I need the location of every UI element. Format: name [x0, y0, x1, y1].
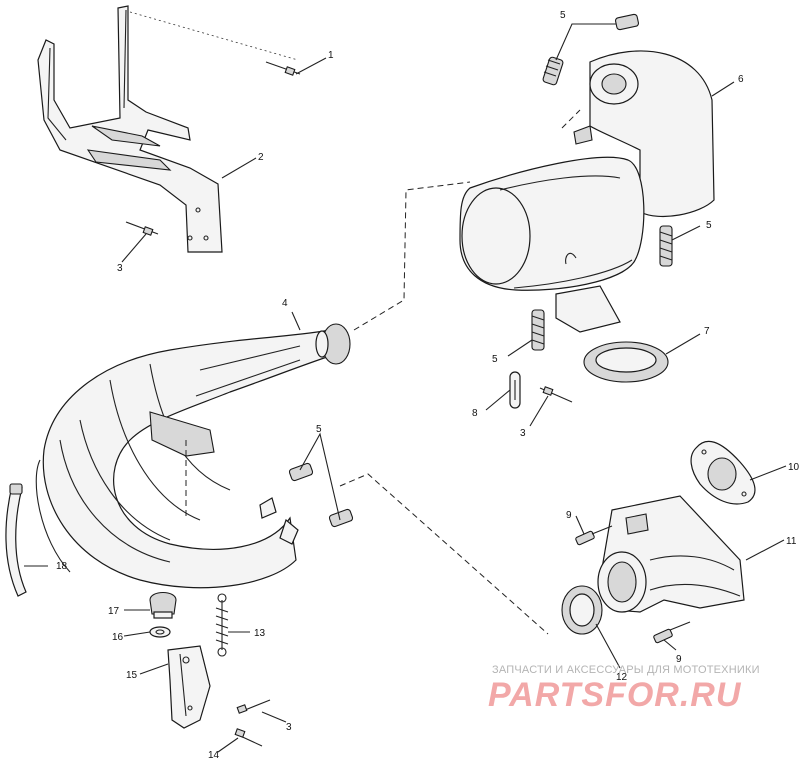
callout-18: 18 [56, 561, 68, 572]
callout-3: 3 [117, 263, 123, 274]
bolt-part [575, 525, 613, 546]
callout-5: 5 [706, 220, 712, 231]
silencer-muffler-part [459, 50, 715, 333]
watermark-logo: PARTSFOR.RU [488, 676, 742, 714]
callout-6: 6 [738, 74, 744, 85]
callout-9: 9 [676, 654, 682, 665]
coupler-ring-part [561, 585, 603, 635]
screw-fastener [539, 386, 573, 403]
spring-part [531, 309, 545, 351]
flange-gasket-part [690, 440, 756, 505]
screw-fastener [125, 221, 159, 236]
callout-7: 7 [704, 326, 710, 337]
expansion-chamber-pipe-part [35, 323, 351, 589]
callout-labels: 1 2 3 4 5 6 5 5 7 8 3 5 10 9 11 18 17 16… [56, 10, 800, 760]
rubber-grommet-part [149, 591, 177, 619]
bolt-part [653, 621, 691, 644]
callout-5: 5 [492, 354, 498, 365]
spring-part [215, 593, 229, 657]
screw-fastener [234, 728, 263, 747]
lower-bracket-part [167, 645, 211, 729]
spring-part [288, 462, 314, 482]
callout-10: 10 [788, 462, 800, 473]
mounting-bracket-part [37, 5, 223, 253]
spring-part [615, 13, 639, 31]
washer-part [149, 626, 171, 638]
callout-13: 13 [254, 628, 266, 639]
callout-11: 11 [786, 536, 797, 547]
callout-2: 2 [258, 152, 264, 163]
callout-1: 1 [328, 50, 334, 61]
screw-fastener [236, 699, 271, 714]
callout-9: 9 [566, 510, 572, 521]
strap-part [5, 483, 27, 597]
callout-12: 12 [616, 672, 628, 683]
callout-3: 3 [286, 722, 292, 733]
callout-5: 5 [560, 10, 566, 21]
callout-15: 15 [126, 670, 138, 681]
leader-lines [24, 23, 787, 753]
gasket-ring-part [583, 341, 669, 383]
spring-part [542, 56, 564, 86]
callout-16: 16 [112, 632, 124, 643]
callout-3: 3 [520, 428, 526, 439]
callout-8: 8 [472, 408, 478, 419]
callout-17: 17 [108, 606, 120, 617]
spring-part [328, 508, 354, 528]
screw-fastener [265, 61, 301, 76]
hook-clip-part [509, 371, 521, 409]
callout-4: 4 [282, 298, 288, 309]
callout-14: 14 [208, 750, 220, 760]
exhaust-manifold-part [597, 495, 745, 613]
watermark-tagline: ЗАПЧАСТИ И АКСЕССУАРЫ ДЛЯ МОТОТЕХНИКИ [492, 664, 760, 676]
callout-5: 5 [316, 424, 322, 435]
spring-part [659, 225, 673, 267]
